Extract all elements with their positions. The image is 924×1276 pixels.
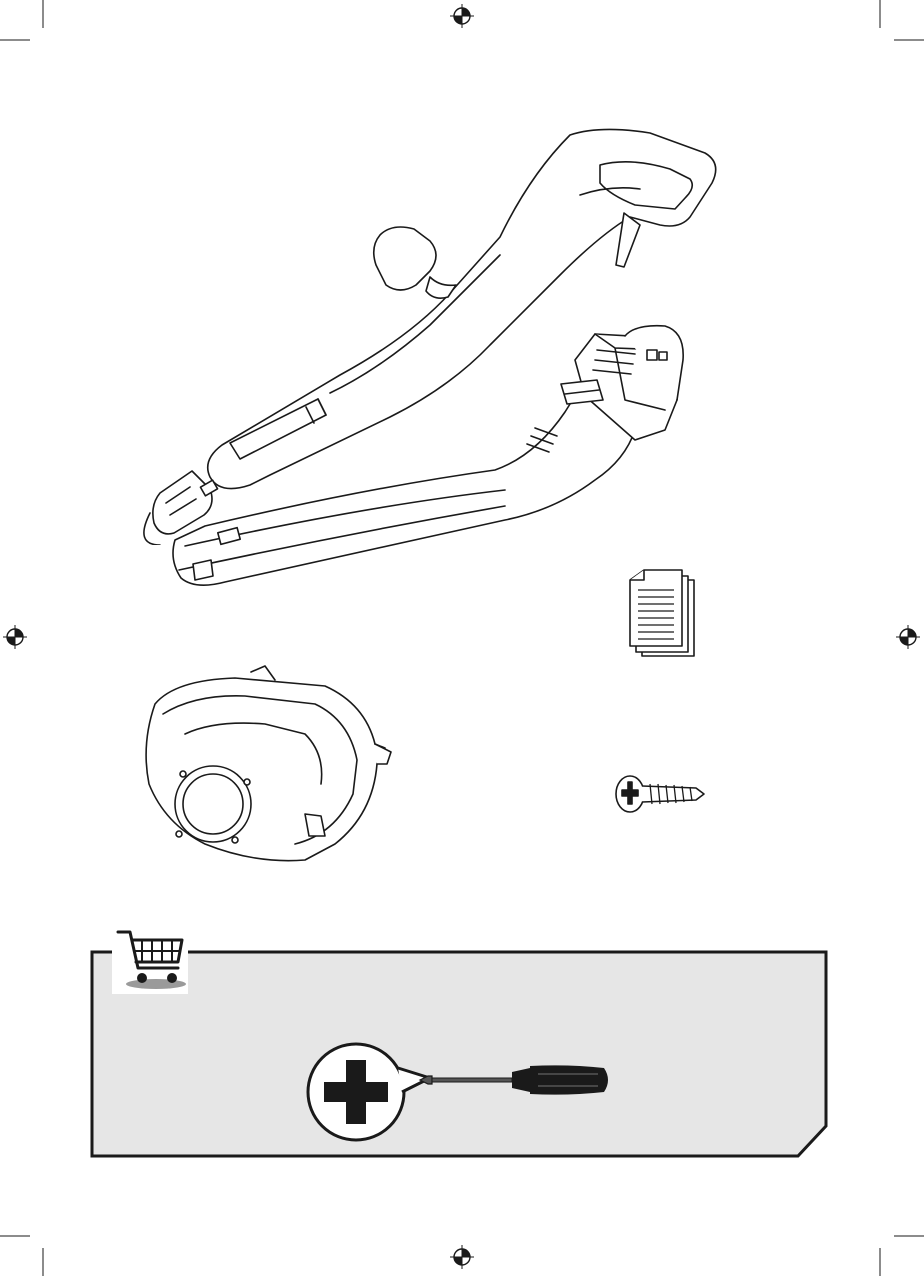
blower-tube-icon xyxy=(165,320,695,600)
registration-crosshair-icon xyxy=(450,4,474,28)
registration-crosshair-icon xyxy=(3,625,27,649)
registration-crosshair-icon xyxy=(896,625,920,649)
required-tools-box xyxy=(90,950,830,1160)
registration-crosshair-icon xyxy=(450,1245,474,1269)
fan-cover-icon xyxy=(135,664,395,864)
shopping-cart-icon xyxy=(112,926,188,994)
document-stack-icon xyxy=(624,566,700,660)
phillips-screwdriver-icon xyxy=(418,1062,614,1098)
phillips-cross-icon xyxy=(306,1040,436,1146)
phillips-screw-icon xyxy=(612,772,706,816)
